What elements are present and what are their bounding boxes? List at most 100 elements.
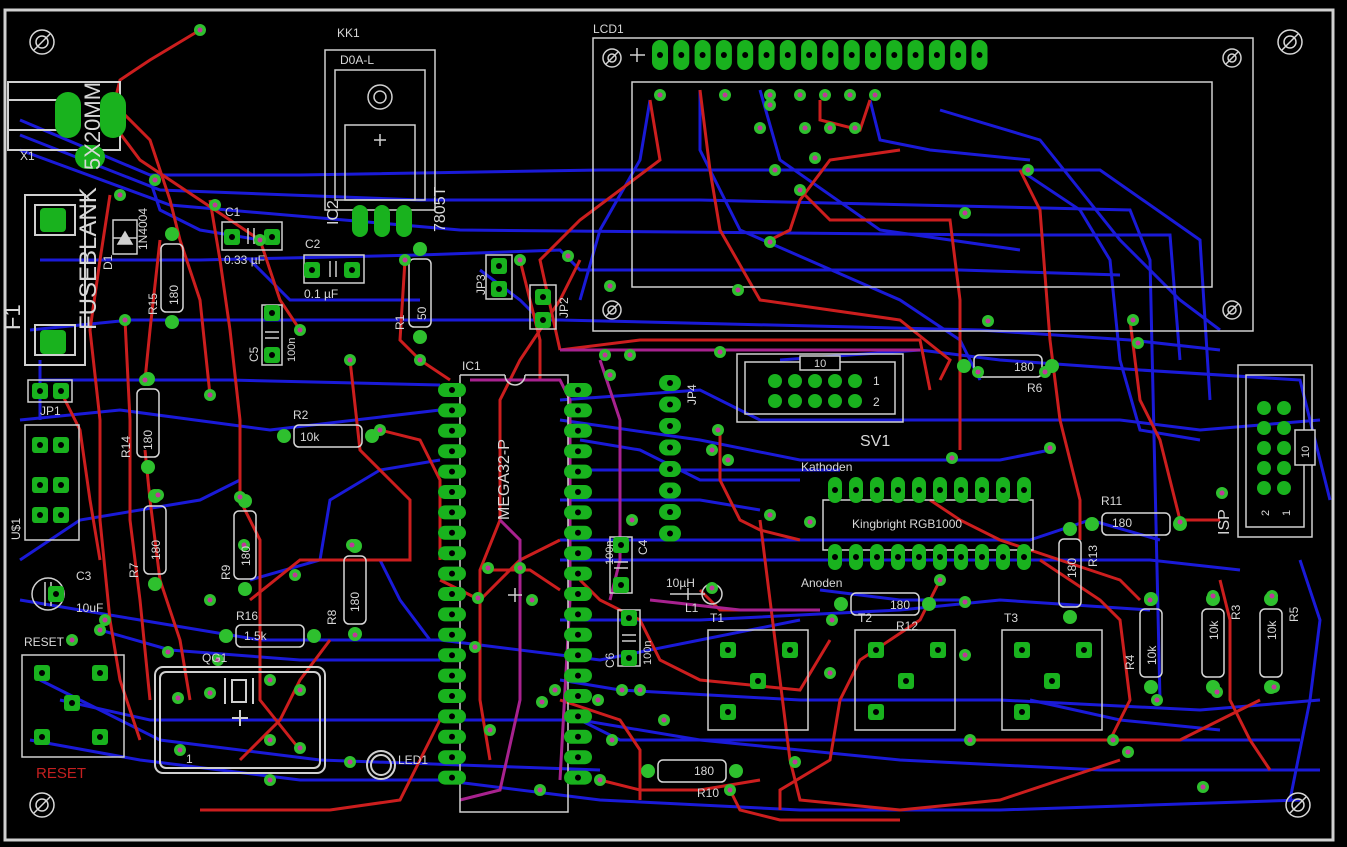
resistor-lead bbox=[141, 460, 155, 474]
pad-drill bbox=[667, 530, 673, 537]
via-hole bbox=[517, 257, 523, 263]
pad-drill bbox=[449, 611, 455, 618]
via-hole bbox=[175, 695, 181, 701]
pad-drill bbox=[575, 387, 581, 393]
mounting-hole-bl bbox=[29, 792, 55, 818]
pad-drill bbox=[976, 52, 983, 58]
via-hole bbox=[709, 447, 715, 453]
pad bbox=[1257, 441, 1271, 455]
via-hole bbox=[69, 637, 75, 643]
label-c3-val: 10uF bbox=[76, 601, 103, 615]
label-jp2: JP2 bbox=[557, 297, 571, 318]
label-t2: T2 bbox=[858, 611, 872, 625]
pad-drill bbox=[699, 52, 706, 58]
via-hole bbox=[1130, 317, 1136, 323]
pad-drill bbox=[575, 713, 581, 720]
pad-drill bbox=[667, 423, 673, 429]
label-jp1: JP1 bbox=[40, 404, 61, 418]
pad bbox=[828, 394, 842, 408]
board-outline bbox=[3, 8, 1335, 842]
via-hole bbox=[529, 597, 535, 603]
pad-drill bbox=[349, 267, 355, 273]
label-r11: R11 bbox=[1101, 494, 1122, 508]
via-hole bbox=[402, 257, 408, 263]
label-f1: F1 bbox=[0, 304, 25, 330]
pad-drill bbox=[848, 52, 855, 58]
via-hole bbox=[267, 737, 273, 743]
pad-drill bbox=[449, 489, 455, 495]
label-jp3: JP3 bbox=[474, 274, 488, 295]
pad-drill bbox=[39, 670, 45, 676]
via-hole bbox=[722, 92, 728, 98]
label-r7: R7 bbox=[127, 562, 141, 578]
pad-drill bbox=[979, 487, 985, 493]
via-hole bbox=[767, 102, 773, 108]
r13-value: 180 bbox=[1065, 558, 1079, 578]
resistor-body bbox=[1139, 608, 1163, 678]
label-r16: R16 bbox=[236, 609, 258, 623]
label-reset-top: RESET bbox=[24, 635, 65, 649]
r2-value: 10k bbox=[300, 430, 320, 444]
sv1-pads bbox=[768, 374, 862, 408]
via-hole bbox=[772, 167, 778, 173]
pad bbox=[828, 374, 842, 388]
label-c2: C2 bbox=[305, 237, 321, 251]
via-hole bbox=[517, 565, 523, 571]
via-hole bbox=[207, 392, 213, 398]
label-r2: R2 bbox=[293, 408, 309, 422]
resistor-lead bbox=[165, 227, 179, 241]
label-r5: R5 bbox=[1287, 606, 1301, 622]
pad-drill bbox=[449, 754, 455, 761]
label-us1: U$1 bbox=[9, 518, 23, 540]
kk1-heatsink bbox=[324, 49, 436, 211]
pad-drill bbox=[575, 468, 581, 475]
via-hole bbox=[552, 687, 558, 693]
resistor-lead bbox=[413, 330, 427, 344]
via-hole bbox=[847, 92, 853, 98]
pad-drill bbox=[575, 550, 581, 557]
resistor-lead bbox=[238, 582, 252, 596]
ic1-mega32 bbox=[459, 374, 569, 813]
via-hole bbox=[812, 155, 818, 161]
pad bbox=[768, 394, 782, 408]
pad-drill bbox=[667, 466, 673, 472]
resistor-lead bbox=[1144, 680, 1158, 694]
label-c1: C1 bbox=[225, 205, 241, 219]
via-hole bbox=[735, 287, 741, 293]
pad-drill bbox=[449, 509, 455, 516]
resistor-lead bbox=[307, 629, 321, 643]
label-ic1: IC1 bbox=[462, 359, 481, 373]
pad-drill bbox=[39, 734, 45, 740]
via-hole bbox=[177, 747, 183, 753]
via-hole bbox=[565, 253, 571, 259]
via-hole bbox=[937, 577, 943, 583]
pad-drill bbox=[891, 52, 898, 58]
via-hole bbox=[267, 677, 273, 683]
label-lcd1: LCD1 bbox=[593, 22, 624, 36]
via-hole bbox=[377, 427, 383, 433]
via-hole bbox=[1219, 490, 1225, 496]
label-isp-1: 1 bbox=[1281, 510, 1293, 516]
isp-pads bbox=[1257, 401, 1291, 495]
pad-drill bbox=[309, 267, 315, 273]
pad bbox=[788, 374, 802, 388]
via-hole bbox=[852, 125, 858, 131]
pad-drill bbox=[912, 52, 919, 58]
pad-drill bbox=[787, 647, 793, 653]
via-hole bbox=[347, 357, 353, 363]
ic1-pads bbox=[438, 383, 592, 785]
pad-drill bbox=[575, 693, 581, 699]
via-hole bbox=[1135, 340, 1141, 346]
label-r10: R10 bbox=[697, 786, 719, 800]
via-hole bbox=[1042, 369, 1048, 375]
via-hole bbox=[1025, 167, 1031, 173]
via-hole bbox=[609, 737, 615, 743]
pad-drill bbox=[449, 733, 455, 740]
label-c5-val: 100n bbox=[286, 338, 298, 362]
label-c3: C3 bbox=[76, 569, 92, 583]
pad-drill bbox=[575, 570, 581, 577]
via-hole bbox=[607, 283, 613, 289]
label-r14: R14 bbox=[119, 436, 133, 458]
via-hole bbox=[715, 427, 721, 433]
pad-drill bbox=[269, 352, 275, 358]
